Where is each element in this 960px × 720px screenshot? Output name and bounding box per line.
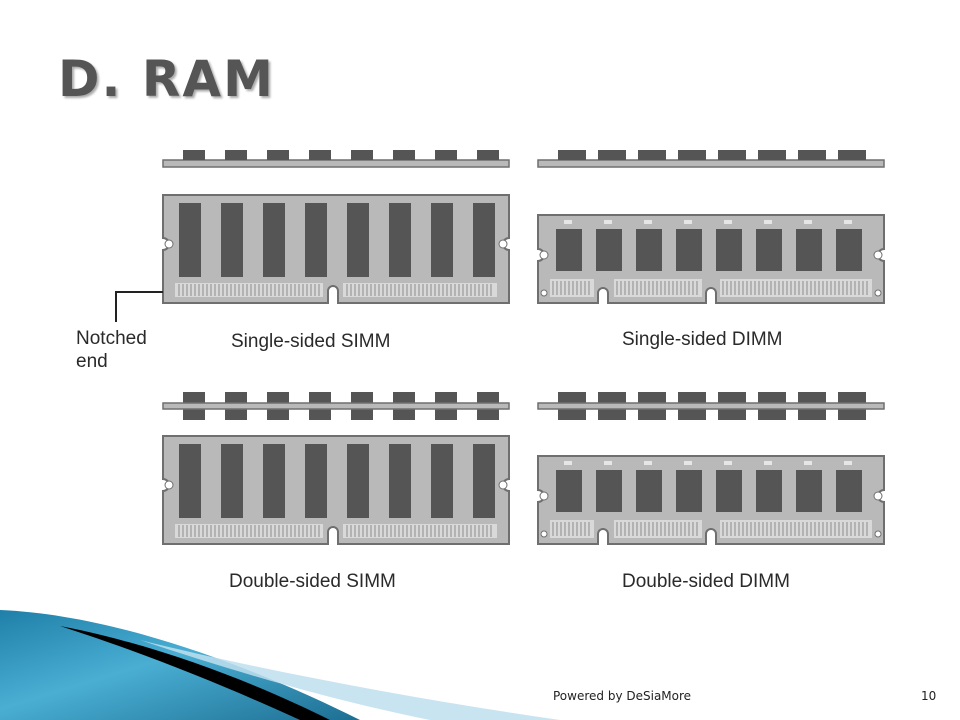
notched-end-callout-line [115, 291, 163, 322]
single-sided-simm-side-view [162, 149, 510, 168]
single-sided-dimm-side-view [537, 149, 885, 168]
label-single-sided-simm: Single-sided SIMM [231, 331, 391, 352]
label-double-sided-dimm: Double-sided DIMM [622, 571, 790, 592]
single-sided-simm-module [162, 194, 510, 304]
callout-line-2: end [76, 351, 108, 372]
double-sided-dimm-module [537, 455, 885, 545]
corner-swoosh-decoration [0, 610, 560, 720]
double-sided-simm-side-view [162, 391, 510, 421]
label-double-sided-simm: Double-sided SIMM [229, 571, 396, 592]
page-number: 10 [921, 689, 937, 703]
footer-credit: Powered by DeSiaMore [553, 689, 692, 703]
notched-end-callout: Notched end [76, 327, 147, 373]
label-single-sided-dimm: Single-sided DIMM [622, 329, 783, 350]
double-sided-dimm-side-view [537, 391, 885, 421]
single-sided-dimm-module [537, 214, 885, 304]
callout-line-1: Notched [76, 328, 147, 349]
double-sided-simm-module [162, 435, 510, 545]
slide-title: D. RAM [58, 50, 275, 108]
